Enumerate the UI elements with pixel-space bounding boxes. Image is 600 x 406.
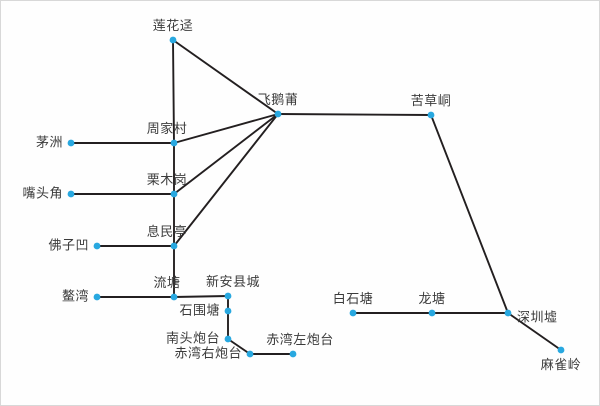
- node-dot-lianhuajing[interactable]: [169, 36, 177, 44]
- node-dot-shenzhenxu[interactable]: [504, 309, 512, 317]
- node-label-nantoupaotai: 南头炮台: [165, 331, 220, 347]
- node-dot-zhoujiacun[interactable]: [170, 139, 178, 147]
- node-label-limugang: 栗木岗: [146, 173, 188, 188]
- node-dot-maozhou[interactable]: [67, 139, 75, 147]
- node-dot-feiepu[interactable]: [274, 110, 282, 118]
- node-label-kucaodong: 苦草峒: [410, 94, 452, 109]
- node-label-aowan: 鳌湾: [61, 289, 89, 305]
- node-label-feiepu: 飞鹅莆: [257, 93, 299, 108]
- node-dot-xinanxiancheng[interactable]: [224, 292, 232, 300]
- node-label-fozi_ao: 佛子凹: [48, 238, 89, 254]
- node-label-lianhuajing: 莲花迳: [152, 19, 194, 34]
- node-label-longtang: 龙塘: [418, 292, 446, 307]
- node-dot-kucaodong[interactable]: [427, 111, 435, 119]
- node-label-liutang: 流塘: [153, 276, 181, 291]
- node-group: [67, 36, 565, 358]
- edge-liutang-to-xinanxiancheng: [173, 295, 229, 298]
- node-label-shiweitang: 石围塘: [179, 303, 220, 319]
- node-dot-zuitoujiao[interactable]: [67, 190, 75, 198]
- node-dot-maqueling[interactable]: [557, 346, 565, 354]
- node-label-xinanxiancheng: 新安县城: [205, 275, 261, 290]
- node-label-chiwan_zuo: 赤湾左炮台: [266, 333, 334, 348]
- node-label-chiwan_you: 赤湾右炮台: [174, 346, 242, 362]
- edge-limugang-to-feiepu: [173, 113, 279, 195]
- edge-lianhuajing-to-feiepu: [172, 39, 279, 115]
- node-label-baishitang: 白石塘: [332, 292, 374, 307]
- node-label-zuitoujiao: 嘴头角: [22, 186, 63, 202]
- edge-feiepu-to-kucaodong: [277, 113, 432, 116]
- node-dot-chiwan_you[interactable]: [246, 350, 254, 358]
- node-dot-baishitang[interactable]: [349, 309, 357, 317]
- node-dot-longtang[interactable]: [428, 309, 436, 317]
- node-label-zhoujiacun: 周家村: [146, 122, 188, 137]
- edge-ximinting-to-feiepu: [173, 113, 279, 247]
- node-dot-limugang[interactable]: [170, 190, 178, 198]
- node-label-shenzhenxu: 深圳墟: [517, 310, 558, 326]
- edge-kucaodong-to-shenzhenxu: [430, 114, 509, 314]
- edge-zhoujiacun-to-feiepu: [173, 113, 279, 144]
- node-dot-shiweitang[interactable]: [224, 307, 232, 315]
- node-label-maqueling: 麻雀岭: [540, 358, 582, 373]
- node-dot-fozi_ao[interactable]: [93, 242, 101, 250]
- node-dot-liutang[interactable]: [170, 293, 178, 301]
- node-dot-aowan[interactable]: [93, 293, 101, 301]
- edge-shenzhenxu-to-maqueling: [507, 312, 562, 351]
- node-dot-chiwan_zuo[interactable]: [289, 350, 297, 358]
- node-label-maozhou: 茅洲: [35, 135, 63, 151]
- node-label-ximinting: 息民亭: [146, 225, 188, 240]
- node-dot-ximinting[interactable]: [170, 242, 178, 250]
- edge-lianhuajing-to-zhoujiacun: [172, 39, 175, 144]
- node-dot-nantoupaotai[interactable]: [224, 335, 232, 343]
- edge-group: [70, 39, 562, 355]
- edge-nantoupaotai-to-chiwan_you: [227, 338, 251, 355]
